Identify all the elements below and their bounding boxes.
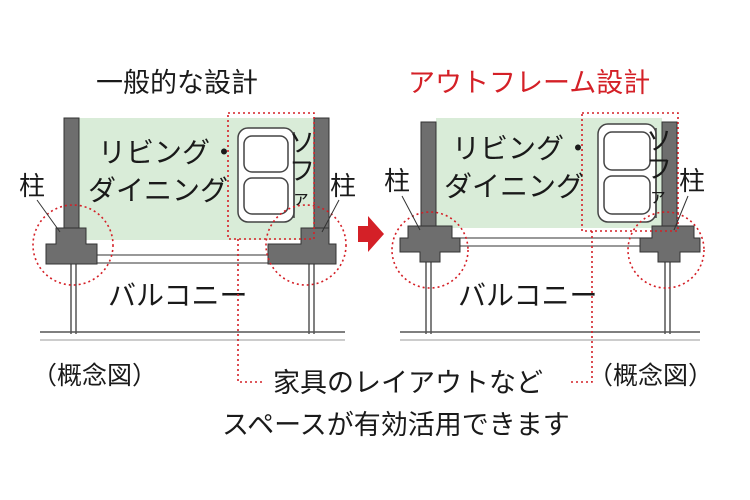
right-panel-left-pillar-leader: [401, 195, 421, 231]
right-sofa-highlight: [581, 112, 679, 232]
right-panel-right-pillar-label: 柱: [679, 167, 705, 197]
left-sofa-label-1: ソ: [289, 129, 315, 159]
right-panel-left-pillar: [399, 225, 461, 263]
right-sofa-label-1: ソ: [646, 127, 672, 157]
right-panel-left-pillar-label: 柱: [384, 167, 410, 197]
left-sofa-highlight: [227, 112, 315, 240]
right-sofa-label-3: ァ: [649, 186, 667, 207]
right-pillar: [267, 227, 337, 265]
footer-note-line-1: 家具のレイアウトなど: [273, 368, 543, 399]
left-sofa-label-3: ァ: [292, 188, 310, 209]
right-panel-left-pillar-circle: [391, 211, 469, 289]
right-pillar-circle: [265, 204, 347, 286]
right-sofa-label-2: フ: [646, 155, 672, 185]
footer-note-line-2: スペースが有効活用できます: [222, 410, 570, 441]
left-title: 一般的な設計: [96, 68, 258, 99]
right-note-leader: [570, 231, 593, 383]
right-panel-right-pillar: [639, 225, 701, 263]
left-pillar: [45, 227, 98, 265]
left-room-label-1: リビング・: [98, 136, 238, 169]
right-room-label-1: リビング・: [452, 132, 592, 165]
left-panel: 一般的な設計 リビング・ ダイニング: [19, 68, 356, 390]
left-sofa-icon: [237, 127, 295, 223]
left-balcony-label: バルコニー: [108, 279, 247, 312]
right-balcony-label: バルコニー: [458, 279, 597, 312]
right-arrow-icon: [358, 216, 384, 252]
left-caption: （概念図）: [32, 361, 157, 390]
right-panel: アウトフレーム設計 リビング・ ダイニング ソ フ ァ 柱 柱: [384, 68, 713, 390]
left-wall: [63, 117, 80, 229]
right-caption: （概念図）: [588, 361, 713, 390]
left-pillar-circle: [32, 204, 114, 286]
right-panel-right-pillar-circle: [627, 211, 705, 289]
right-panel-right-pillar-leader: [673, 195, 689, 231]
right-title: アウトフレーム設計: [408, 68, 650, 99]
right-room-label-2: ダイニング: [444, 170, 584, 203]
right-pillar-leader: [321, 199, 340, 233]
right-panel-left-wall: [420, 121, 437, 227]
left-sofa-label-2: フ: [289, 157, 315, 187]
left-balcony-slab: [95, 254, 273, 264]
left-pillar-label: 柱: [19, 172, 45, 202]
left-room-label-2: ダイニング: [88, 174, 228, 207]
right-balcony-slab: [447, 237, 657, 247]
right-sofa-icon: [597, 123, 657, 223]
right-pillar-label: 柱: [330, 172, 356, 202]
left-pillar-leader: [36, 199, 61, 233]
